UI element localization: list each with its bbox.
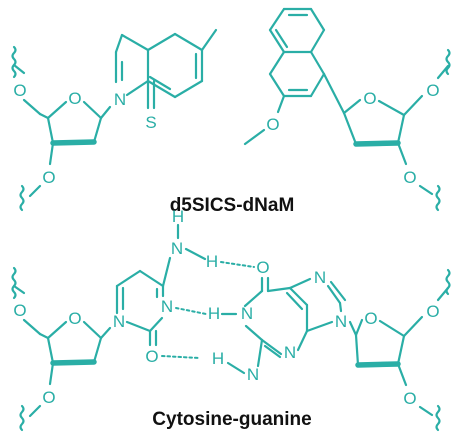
- atom-o3: O: [42, 388, 55, 407]
- atom-h-bond-top: H: [206, 252, 218, 271]
- atom-o5: O: [426, 302, 439, 321]
- caption-top-pair: d5SICS-dNaM: [170, 195, 295, 216]
- atom-n: N: [114, 90, 126, 109]
- atom-n1: N: [241, 304, 253, 323]
- atom-h1: H: [208, 304, 220, 323]
- guanine-nucleoside: O H N N N N N H O O: [208, 258, 451, 432]
- atom-o5: O: [13, 81, 26, 100]
- caption-bottom-pair: Cytosine-guanine: [152, 409, 311, 430]
- atom-o5: O: [13, 301, 26, 320]
- atom-n3: N: [161, 297, 173, 316]
- atom-o-ring: O: [68, 89, 81, 108]
- atom-o5: O: [426, 81, 439, 100]
- cytosine-nucleoside: O O O N N O N H: [11, 207, 207, 432]
- atom-o-ring: O: [364, 309, 377, 328]
- dnam-nucleoside: O O O O: [243, 7, 451, 212]
- hydrogen-bond-middle: [175, 307, 207, 315]
- atom-o-ring: O: [363, 89, 376, 108]
- atom-n4: N: [171, 239, 183, 258]
- atom-s: S: [145, 113, 156, 132]
- hydrogen-bond-top: [220, 261, 255, 268]
- d5sics-nucleoside: O O O N S: [11, 28, 218, 212]
- atom-o6: O: [256, 258, 269, 277]
- atom-o3: O: [42, 168, 55, 187]
- atom-n9: N: [335, 312, 347, 331]
- atom-o2: O: [145, 347, 158, 366]
- atom-n2: N: [247, 365, 259, 384]
- atom-o3: O: [403, 389, 416, 408]
- atom-o3: O: [403, 168, 416, 187]
- backbone-wavy-bond: [11, 45, 17, 79]
- atom-o-ring: O: [68, 309, 81, 328]
- atom-n2-h: H: [212, 349, 224, 368]
- hydrogen-bonds: H: [161, 252, 255, 359]
- atom-o-methoxy: O: [266, 115, 279, 134]
- atom-n7: N: [314, 268, 326, 287]
- atom-n4-h: H: [172, 207, 184, 226]
- atom-n3: N: [284, 343, 296, 362]
- atom-n1: N: [113, 312, 125, 331]
- hydrogen-bond-bottom: [161, 355, 200, 359]
